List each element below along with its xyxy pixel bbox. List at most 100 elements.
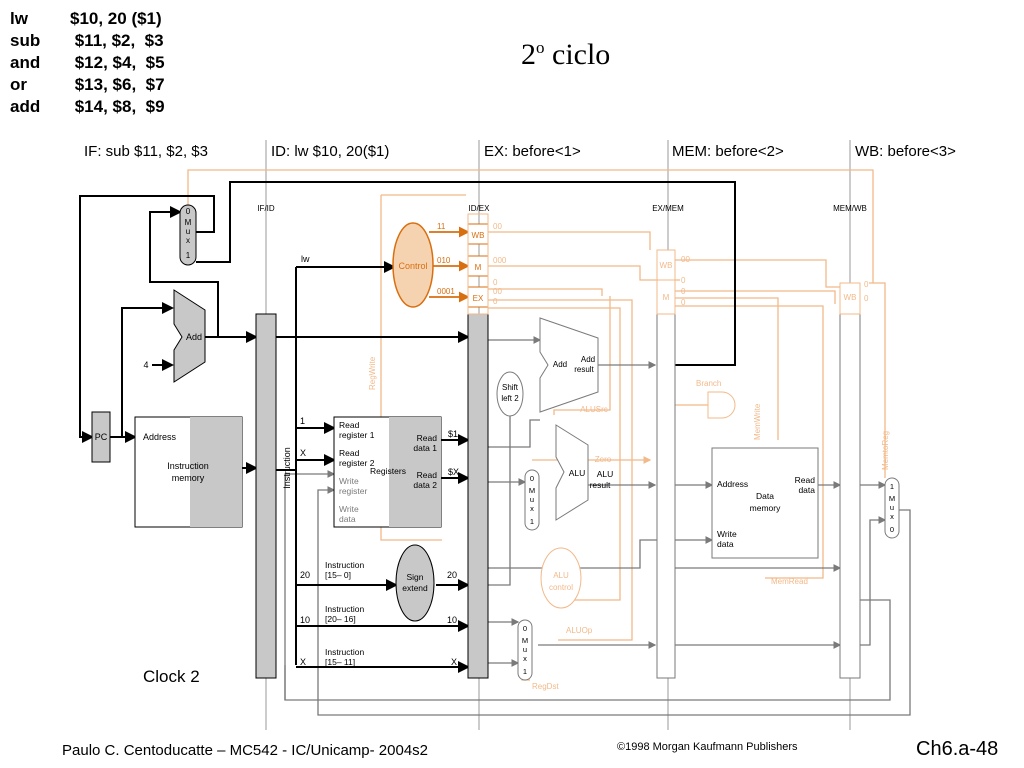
svg-text:x: x: [530, 504, 534, 513]
svg-text:x: x: [186, 236, 190, 245]
inactive-control-wires: [187, 169, 886, 681]
svg-text:M: M: [529, 486, 535, 495]
stage-label-wb: WB: before<3>: [855, 143, 956, 160]
svg-text:[20– 16]: [20– 16]: [325, 614, 356, 624]
svg-text:00: 00: [493, 287, 502, 296]
svg-text:register 2: register 2: [339, 458, 375, 468]
svg-text:0001: 0001: [437, 287, 455, 296]
svg-text:Instruction: Instruction: [325, 647, 364, 657]
svg-text:ALU: ALU: [597, 469, 614, 479]
svg-text:control: control: [549, 583, 573, 592]
svg-text:result: result: [574, 365, 594, 374]
alu-source-mux: [524, 469, 540, 531]
svg-text:Read: Read: [339, 420, 360, 430]
svg-text:Instruction: Instruction: [325, 560, 364, 570]
active-control-wires: [429, 226, 470, 303]
slide-title: 2o ciclo: [521, 38, 611, 71]
svg-text:1: 1: [890, 482, 894, 491]
stage-label-if: IF: sub $11, $2, $3: [84, 143, 208, 160]
svg-text:M: M: [663, 293, 670, 302]
svg-text:Read: Read: [417, 470, 438, 480]
svg-text:11: 11: [437, 222, 446, 231]
svg-text:Read: Read: [417, 433, 438, 443]
svg-text:Data: Data: [756, 491, 774, 501]
svg-text:data: data: [339, 514, 356, 524]
active-data-wires: [79, 181, 736, 673]
svg-text:1: 1: [523, 667, 527, 676]
svg-text:Shift: Shift: [502, 383, 519, 392]
svg-text:MemtoReg: MemtoReg: [881, 431, 890, 470]
svg-text:extend: extend: [402, 583, 428, 593]
svg-text:Control: Control: [398, 261, 427, 271]
svg-text:000: 000: [493, 256, 507, 265]
svg-text:M: M: [889, 494, 895, 503]
copyright-notice: ©1998 Morgan Kaufmann Publishers: [617, 741, 798, 753]
svg-text:[15– 11]: [15– 11]: [325, 657, 355, 667]
clock-label: Clock 2: [143, 667, 200, 686]
memtoreg-mux: [884, 477, 900, 539]
svg-text:WB: WB: [472, 231, 485, 240]
pc-label: PC: [95, 432, 108, 442]
svg-text:ALU: ALU: [569, 468, 586, 478]
alu-control-unit: [540, 547, 582, 609]
svg-text:Instruction: Instruction: [282, 447, 292, 489]
slide-number: Ch6.a-48: [916, 738, 999, 760]
svg-text:WB: WB: [844, 293, 857, 302]
stage-label-ex: EX: before<1>: [484, 143, 581, 160]
svg-text:0: 0: [864, 280, 869, 289]
svg-text:Write: Write: [339, 504, 359, 514]
svg-text:1: 1: [186, 251, 191, 260]
if-id-register: [255, 313, 277, 679]
svg-text:x: x: [890, 512, 894, 521]
svg-text:0: 0: [864, 294, 869, 303]
mem-wb-label: MEM/WB: [833, 204, 867, 213]
svg-text:memory: memory: [172, 473, 205, 483]
code-line: or $13, $6, $7: [10, 75, 165, 94]
shift-left-2-unit: [496, 371, 524, 417]
svg-text:data 1: data 1: [413, 443, 437, 453]
svg-text:0: 0: [681, 298, 686, 307]
svg-text:x: x: [523, 654, 527, 663]
svg-text:0: 0: [493, 278, 498, 287]
svg-text:X: X: [300, 448, 306, 458]
constant-four: 4: [143, 360, 148, 370]
svg-text:$X: $X: [448, 467, 459, 477]
svg-text:20: 20: [447, 570, 457, 580]
svg-text:Add: Add: [581, 355, 595, 364]
ex-mem-label: EX/MEM: [652, 204, 684, 213]
svg-text:0: 0: [890, 525, 894, 534]
svg-text:Write: Write: [339, 476, 359, 486]
svg-text:Branch: Branch: [696, 379, 721, 388]
svg-text:10: 10: [447, 615, 457, 625]
svg-text:Read: Read: [339, 448, 360, 458]
svg-text:memory: memory: [750, 503, 781, 513]
svg-text:00: 00: [681, 255, 690, 264]
id-ex-register: [467, 313, 489, 679]
svg-text:data 2: data 2: [413, 480, 437, 490]
svg-text:$1: $1: [448, 429, 458, 439]
svg-text:X: X: [300, 657, 306, 667]
code-line: sub $11, $2, $3: [10, 31, 164, 50]
svg-text:result: result: [590, 480, 611, 490]
svg-text:20: 20: [300, 570, 310, 580]
svg-text:1: 1: [530, 517, 534, 526]
program-counter: [91, 411, 111, 463]
svg-text:Zero: Zero: [595, 455, 612, 464]
svg-text:Add: Add: [186, 332, 202, 342]
code-line: and $12, $4, $5: [10, 53, 165, 72]
svg-text:register 1: register 1: [339, 430, 375, 440]
control-unit: [392, 222, 434, 308]
svg-text:MemRead: MemRead: [771, 577, 808, 586]
svg-text:register: register: [339, 486, 368, 496]
svg-text:u: u: [186, 227, 190, 236]
instruction-sequence: lw$10, 20 ($1) sub $11, $2, $3 and $12, …: [10, 8, 165, 118]
mem-wb-register: [839, 313, 861, 679]
if-id-label: IF/ID: [257, 204, 275, 213]
svg-text:Instruction: Instruction: [167, 461, 209, 471]
svg-text:M: M: [522, 636, 528, 645]
svg-text:Sign: Sign: [406, 572, 423, 582]
svg-text:WB: WB: [660, 261, 673, 270]
svg-text:0: 0: [530, 474, 534, 483]
ex-mem-register: [656, 313, 676, 679]
